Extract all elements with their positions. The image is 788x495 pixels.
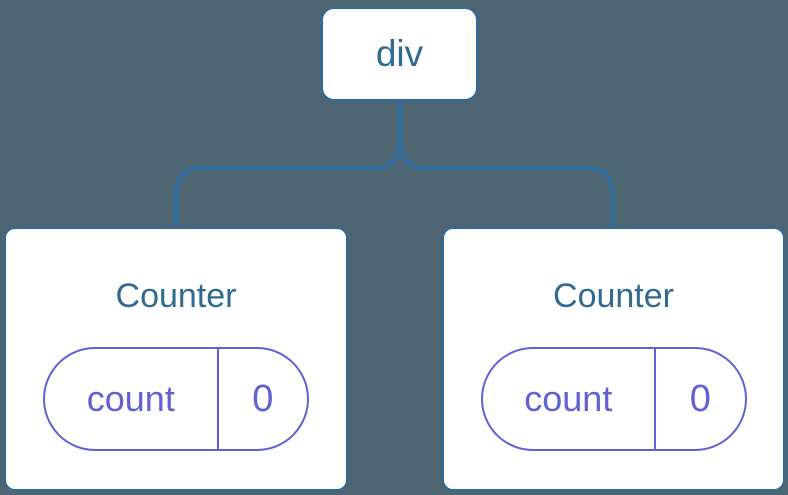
tree-node-counter-right: Counter count 0 xyxy=(442,227,785,491)
state-value-label: 0 xyxy=(654,349,744,449)
state-key-label: count xyxy=(524,378,613,419)
component-name-label: Counter xyxy=(553,277,674,315)
root-node-label: div xyxy=(375,33,424,74)
connector-left-branch xyxy=(174,100,402,227)
tree-node-div: div xyxy=(321,7,478,101)
state-pill: count 0 xyxy=(43,347,309,451)
state-value-label: 0 xyxy=(216,349,307,449)
connector-right-branch xyxy=(398,100,615,227)
component-name-label: Counter xyxy=(115,277,237,315)
state-pill: count 0 xyxy=(480,347,747,451)
tree-node-counter-left: Counter count 0 xyxy=(4,227,348,491)
state-key-label: count xyxy=(86,378,175,419)
